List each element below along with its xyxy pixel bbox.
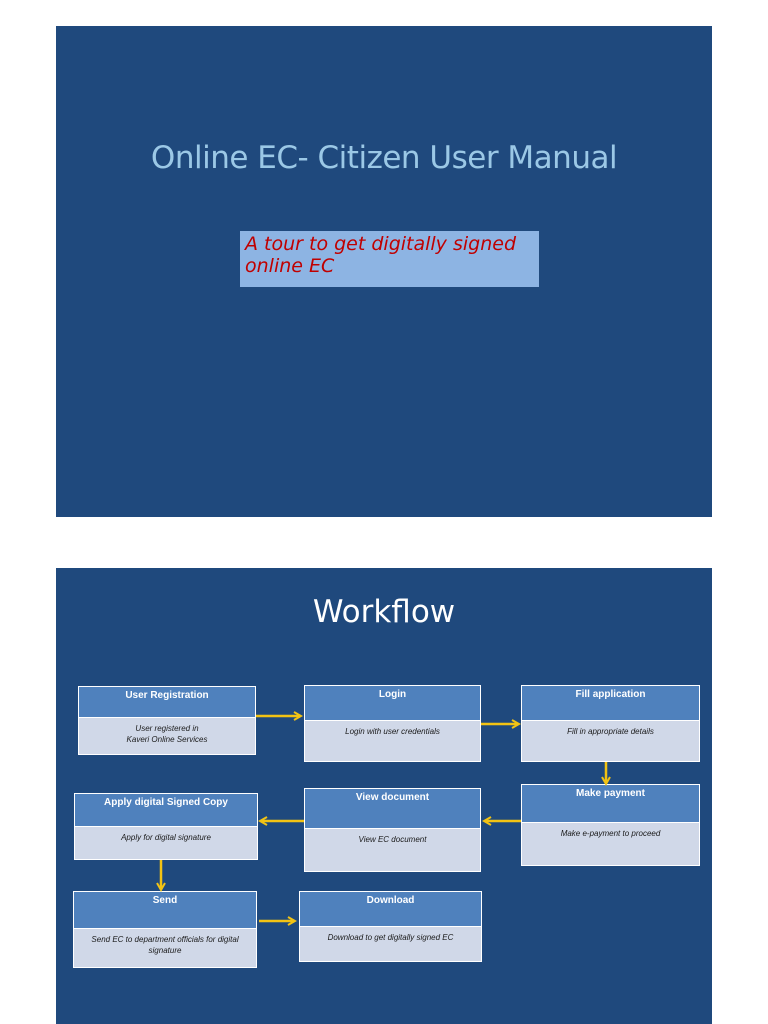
step-description-line-1: Make e-payment to proceed: [560, 829, 661, 838]
step-description-line-1: User registered in: [135, 724, 199, 733]
workflow-title: Workflow: [312, 594, 456, 630]
step-description-line-1: Login with user credentials: [345, 727, 440, 736]
step-description-line-1: Fill in appropriate details: [567, 727, 654, 736]
subtitle-line-1: A tour to get digitally signed: [245, 233, 517, 255]
step-description: Fill in appropriate details: [522, 721, 699, 737]
step-description: Apply for digital signature: [75, 827, 257, 843]
step-user-registration: User Registration User registered in Kav…: [78, 686, 256, 755]
step-description: Download to get digitally signed EC: [300, 927, 481, 943]
slide-title: Online EC- Citizen User Manual: [150, 140, 618, 176]
step-description: View EC document: [305, 829, 480, 845]
title-slide: Online EC- Citizen User Manual A tour to…: [56, 26, 712, 517]
step-description-line-2: Kaveri Online Services: [126, 735, 208, 744]
step-view-document: View document View EC document: [304, 788, 481, 872]
step-make-payment: Make payment Make e-payment to proceed: [521, 784, 700, 866]
step-title: Fill application: [522, 686, 699, 721]
step-title: Send: [74, 892, 256, 929]
step-apply-digital-signed-copy: Apply digital Signed Copy Apply for digi…: [74, 793, 258, 860]
step-title: View document: [305, 789, 480, 829]
step-description-line-2: signature: [148, 946, 182, 955]
step-description-line-1: Send EC to department officials for digi…: [91, 935, 239, 944]
step-description-line-1: Download to get digitally signed EC: [327, 933, 454, 942]
step-description-line-1: Apply for digital signature: [121, 833, 211, 842]
step-login: Login Login with user credentials: [304, 685, 481, 762]
step-send: Send Send EC to department officials for…: [73, 891, 257, 968]
step-title: Make payment: [522, 785, 699, 823]
step-description: Send EC to department officials for digi…: [74, 929, 256, 956]
step-title: Apply digital Signed Copy: [75, 794, 257, 827]
step-description: Login with user credentials: [305, 721, 480, 737]
step-description-line-1: View EC document: [358, 835, 427, 844]
subtitle-line-2: online EC: [245, 255, 335, 277]
step-title: Download: [300, 892, 481, 927]
workflow-slide: Workflow User Registration User register…: [56, 568, 712, 1024]
step-description: User registered in Kaveri Online Service…: [79, 718, 255, 745]
step-fill-application: Fill application Fill in appropriate det…: [521, 685, 700, 762]
step-download: Download Download to get digitally signe…: [299, 891, 482, 962]
step-title: User Registration: [79, 687, 255, 718]
step-description: Make e-payment to proceed: [522, 823, 699, 839]
step-title: Login: [305, 686, 480, 721]
subtitle-box: A tour to get digitally signed online EC: [240, 231, 539, 287]
